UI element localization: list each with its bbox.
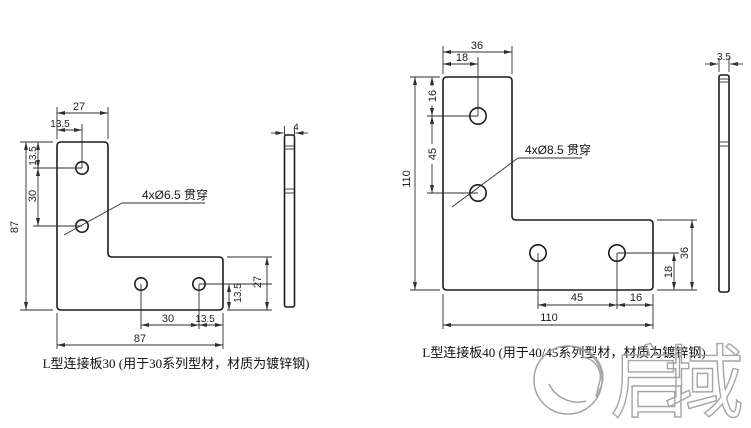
right-hole-leader (451, 157, 582, 208)
dim-right-height: 110 (401, 170, 413, 188)
dim-left-hole-top: 13.5 (28, 146, 39, 166)
dim-left-top-width: 27 (73, 101, 85, 113)
right-plate-outline (442, 76, 654, 291)
dim-left-thickness: 4 (293, 122, 298, 133)
right-extension-lines (410, 46, 697, 329)
watermark-brand-text: 启域 (610, 339, 741, 428)
label-mask (426, 144, 438, 164)
watermark-swoosh-icon (576, 348, 604, 398)
watermark-circle-icon (533, 345, 603, 415)
dim-left-hole-pitch-v: 30 (27, 190, 39, 202)
dim-left-arm-width: 27 (252, 276, 264, 288)
dim-left-hole-pitch-h: 30 (162, 313, 174, 325)
left-caption: L型连接板30 (用于30系列型材，材质为镀锌钢) (43, 356, 310, 371)
dim-left-hole-edge: 13.5 (195, 314, 215, 325)
dim-right-hole-pitch-h: 45 (571, 292, 583, 304)
label-mask (426, 86, 438, 106)
watermark-swoosh-icon (581, 356, 602, 398)
right-drawing: 36 18 110 16 45 36 18 45 16 110 4xØ8.5 贯… (401, 40, 743, 360)
right-hole-note: 4xØ8.5 贯穿 (525, 142, 591, 157)
watermark-swoosh-icon (548, 383, 587, 403)
right-side-view (705, 58, 743, 293)
dim-right-bottom-width: 110 (540, 312, 558, 324)
dim-left-top-hole-offset: 13.5 (50, 119, 70, 130)
dim-right-hole-bottom: 18 (663, 266, 675, 278)
left-plate-outline (56, 141, 224, 311)
dim-right-top-hole-offset: 18 (456, 52, 468, 64)
left-drawing: 27 13.5 87 13.5 30 27 13.5 30 13.5 87 4x… (9, 101, 309, 371)
dim-left-bottom-width: 87 (134, 333, 146, 345)
dim-right-hole-top: 16 (427, 90, 439, 102)
right-dimension-lines (413, 50, 694, 327)
dim-right-hole-edge: 16 (630, 292, 642, 304)
left-side-view (271, 126, 308, 308)
left-dimension-lines (24, 111, 269, 347)
dim-right-thickness: 3.5 (717, 52, 731, 63)
dim-right-top-width: 36 (471, 40, 483, 52)
left-hole-note: 4xØ6.5 贯穿 (142, 187, 208, 202)
left-hole-leader (63, 202, 205, 236)
right-caption: L型连接板40 (用于40/45系列型材，材质为镀锌钢) (422, 345, 705, 360)
dim-left-hole-bottom: 13.5 (233, 283, 244, 303)
dim-right-arm-width: 36 (679, 247, 691, 259)
dim-right-hole-pitch-v: 45 (427, 148, 439, 160)
dim-left-height: 87 (9, 221, 21, 233)
